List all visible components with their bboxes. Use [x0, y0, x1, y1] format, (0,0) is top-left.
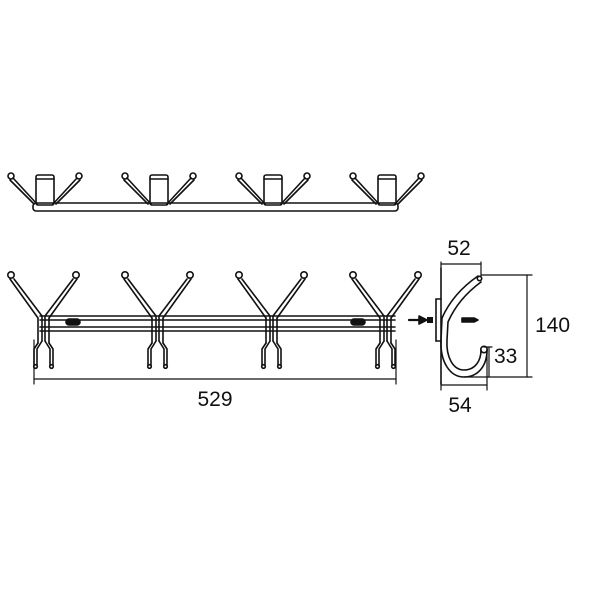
arrow-icon-left: [407, 315, 433, 325]
top-view-rail: [32, 202, 399, 212]
front-view: 529: [7, 270, 423, 411]
top-view-hook-1: [7, 172, 83, 206]
front-view-mounting-slots: [65, 318, 366, 326]
front-view-rails: [39, 315, 396, 332]
top-view: [7, 172, 425, 212]
dim-height-label: 140: [535, 314, 570, 337]
dim-top-width: [440, 261, 482, 277]
side-view: 52 140 33 54: [435, 237, 570, 417]
dim-bottom-depth-label: 54: [448, 394, 472, 417]
front-view-hook-3: [235, 270, 309, 370]
front-view-hook-4: [349, 270, 423, 370]
mounting-arrows: [407, 315, 479, 325]
top-view-hook-3: [235, 172, 311, 206]
top-view-hook-2: [121, 172, 197, 206]
side-view-hook-profile: [440, 275, 488, 378]
dim-bottom-depth: [440, 349, 488, 391]
dim-inner-label: 33: [494, 345, 517, 368]
length-dimension-label: 529: [197, 388, 232, 411]
dim-inner: [483, 346, 493, 378]
top-view-hook-4: [349, 172, 425, 206]
front-view-hook-2: [121, 270, 195, 370]
dim-top-width-label: 52: [447, 237, 470, 260]
length-dimension: [33, 339, 397, 385]
dim-height: [463, 274, 533, 378]
side-view-backplate: [435, 267, 442, 385]
screw-icon: [461, 317, 479, 323]
